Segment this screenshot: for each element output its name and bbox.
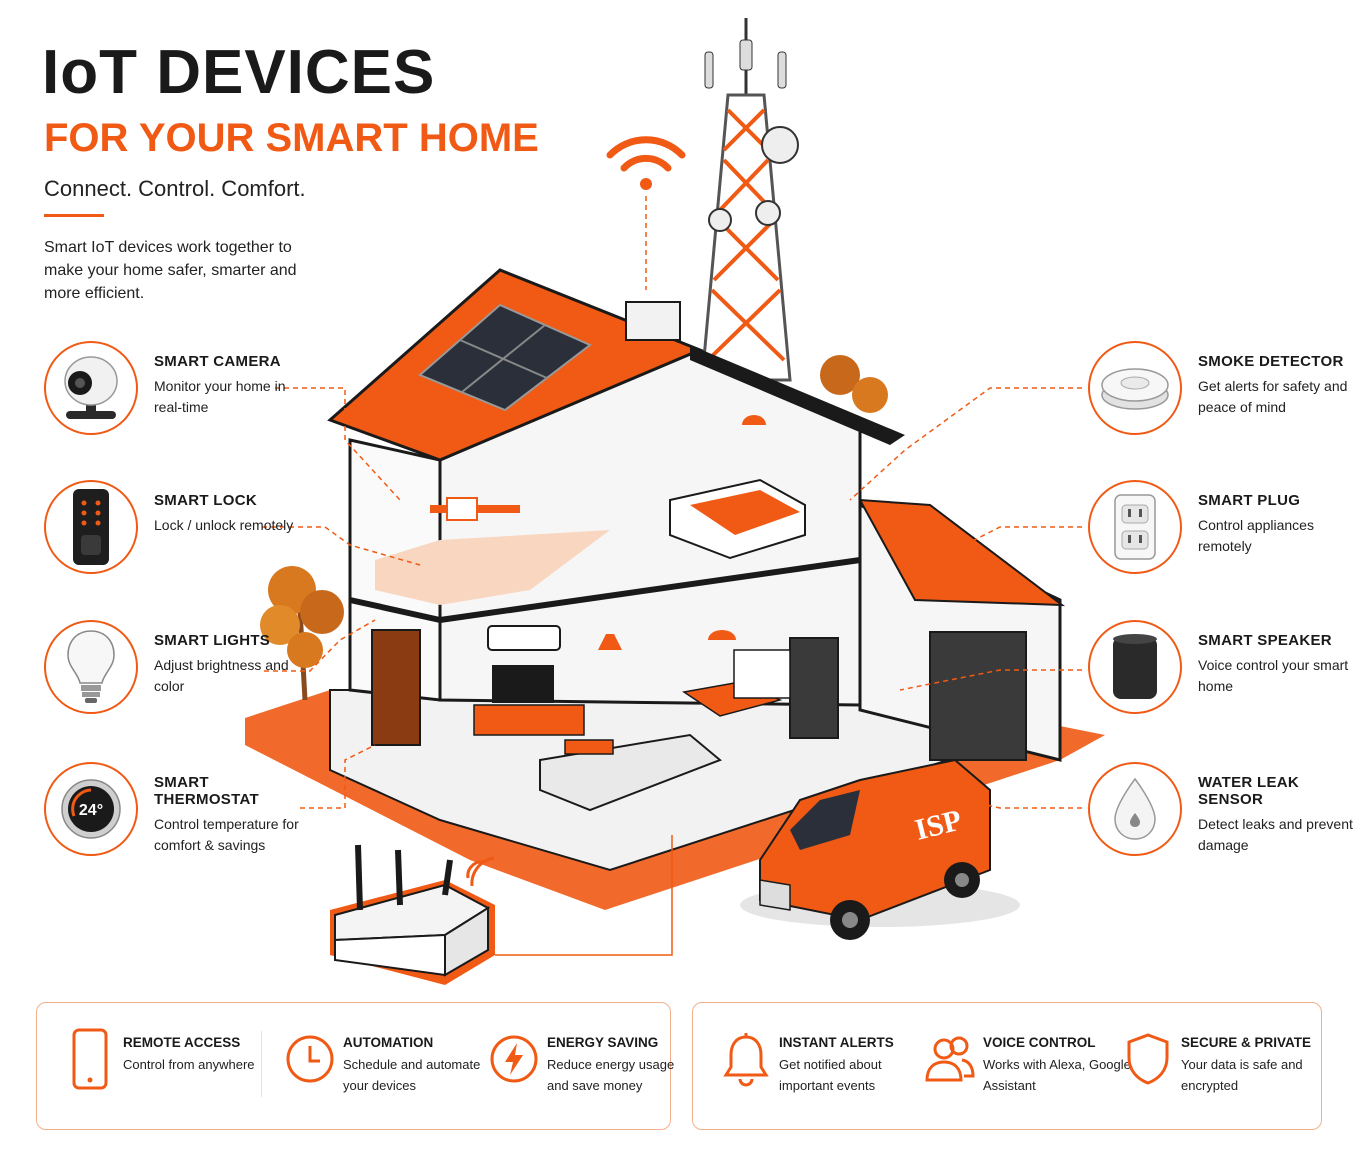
wifi-router-icon	[330, 844, 495, 985]
device-smart-camera: SMART CAMERA Monitor your home in real-t…	[44, 341, 314, 435]
thermostat-display: 24°	[79, 802, 103, 819]
page-subtitle: FOR YOUR SMART HOME	[44, 116, 539, 160]
benefit-description: Control from anywhere	[123, 1057, 255, 1072]
cell-tower-icon	[700, 18, 799, 382]
benefit-instant-alerts: INSTANT ALERTS Get notified about import…	[719, 1027, 929, 1096]
light-bulb-icon	[44, 620, 138, 714]
device-smart-lights: SMART LIGHTS Adjust brightness and color	[44, 620, 314, 714]
benefit-description: Schedule and automate your devices	[343, 1057, 481, 1093]
benefit-name: REMOTE ACCESS	[123, 1035, 241, 1050]
device-smart-plug: SMART PLUG Control appliances remotely	[1088, 480, 1356, 574]
device-name: SMART LIGHTS	[154, 632, 271, 649]
smart-home-illustration: ISP	[245, 18, 1105, 985]
benefit-secure-private: SECURE & PRIVATE Your data is safe and e…	[1121, 1027, 1321, 1096]
benefit-description: Works with Alexa, Google Assistant	[983, 1057, 1131, 1093]
intro-text: Smart IoT devices work together to make …	[44, 239, 297, 302]
device-smart-speaker: SMART SPEAKER Voice control your smart h…	[1088, 620, 1356, 714]
smart-speaker-icon	[1088, 620, 1182, 714]
tree-icon	[260, 355, 888, 701]
device-name: SMART SPEAKER	[1198, 632, 1332, 649]
benefit-voice-control: VOICE CONTROL Works with Alexa, Google A…	[923, 1027, 1133, 1096]
device-description: Control temperature for comfort & saving…	[154, 816, 299, 853]
device-smart-lock: SMART LOCK Lock / unlock remotely	[44, 480, 314, 574]
smoke-detector-icon	[1088, 341, 1182, 435]
benefit-name: INSTANT ALERTS	[779, 1035, 894, 1050]
device-name: SMART CAMERA	[154, 353, 281, 370]
benefit-name: SECURE & PRIVATE	[1181, 1035, 1312, 1050]
smartphone-icon	[63, 1027, 117, 1091]
house-structure	[327, 268, 1066, 812]
thermostat-icon: 24°	[44, 762, 138, 856]
title-divider	[44, 214, 104, 217]
users-icon	[923, 1027, 977, 1091]
benefit-name: AUTOMATION	[343, 1035, 434, 1050]
device-name: WATER LEAK SENSOR	[1198, 774, 1300, 808]
device-smart-thermostat: 24° SMART THERMOSTAT Control temperature…	[44, 762, 314, 856]
clock-icon	[283, 1027, 337, 1091]
wifi-signal-icon	[606, 136, 686, 190]
benefits-card-left: REMOTE ACCESS Control from anywhere AUTO…	[36, 1002, 674, 1130]
device-description: Voice control your smart home	[1198, 657, 1349, 694]
device-description: Control appliances remotely	[1198, 517, 1314, 554]
water-drop-icon	[1088, 762, 1182, 856]
security-camera-icon	[44, 341, 138, 435]
benefit-remote-access: REMOTE ACCESS Control from anywhere	[63, 1027, 273, 1091]
device-name: SMOKE DETECTOR	[1198, 353, 1344, 370]
device-description: Get alerts for safety and peace of mind	[1198, 378, 1348, 415]
page-title: IoT DEVICES	[42, 38, 436, 107]
benefit-description: Get notified about important events	[779, 1057, 882, 1093]
device-name: SMART PLUG	[1198, 492, 1301, 509]
lightning-icon	[487, 1027, 541, 1091]
device-smoke-detector: SMOKE DETECTOR Get alerts for safety and…	[1088, 341, 1356, 435]
benefit-energy-saving: ENERGY SAVING Reduce energy usage and sa…	[487, 1027, 677, 1096]
benefit-name: ENERGY SAVING	[547, 1035, 659, 1050]
benefit-automation: AUTOMATION Schedule and automate your de…	[283, 1027, 493, 1096]
device-name: SMART LOCK	[154, 492, 257, 509]
benefits-card-right: INSTANT ALERTS Get notified about import…	[692, 1002, 1322, 1130]
benefit-description: Reduce energy usage and save money	[547, 1057, 675, 1093]
benefit-description: Your data is safe and encrypted	[1181, 1057, 1303, 1093]
bell-icon	[719, 1027, 773, 1091]
divider	[261, 1031, 262, 1097]
device-description: Adjust brightness and color	[154, 657, 289, 694]
shield-icon	[1121, 1027, 1175, 1091]
device-description: Lock / unlock remotely	[154, 517, 294, 533]
wall-plug-icon	[1088, 480, 1182, 574]
device-water-leak-sensor: WATER LEAK SENSOR Detect leaks and preve…	[1088, 762, 1356, 856]
tagline: Connect. Control. Comfort.	[44, 176, 306, 201]
device-description: Detect leaks and prevent damage	[1198, 816, 1353, 853]
benefit-name: VOICE CONTROL	[983, 1035, 1096, 1050]
connector-lines	[262, 387, 1082, 809]
keypad-lock-icon	[44, 480, 138, 574]
isp-van-icon: ISP	[740, 758, 1020, 940]
device-name: SMART THERMOSTAT	[154, 774, 259, 808]
device-description: Monitor your home in real-time	[154, 378, 286, 415]
